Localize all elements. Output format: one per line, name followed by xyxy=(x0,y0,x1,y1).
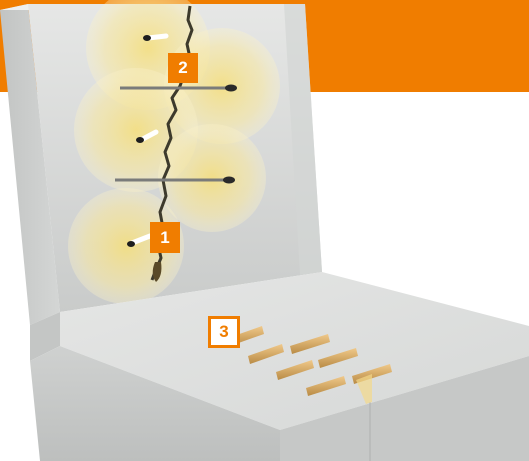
packer-bottom-head xyxy=(127,241,135,247)
drill-rod-upper-tip xyxy=(225,85,237,92)
marker-3: 3 xyxy=(208,316,240,348)
packer-top-head xyxy=(143,35,151,41)
drill-rod-lower-tip xyxy=(223,177,235,184)
marker-1: 1 xyxy=(150,222,180,253)
marker-2: 2 xyxy=(168,53,198,83)
packer-mid-head xyxy=(136,137,144,143)
